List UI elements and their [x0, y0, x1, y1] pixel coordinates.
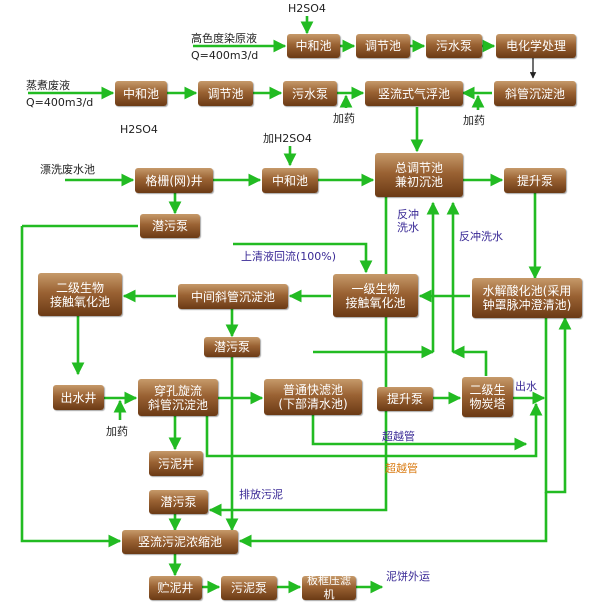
sludge-storage-well: 贮泥井 [149, 576, 202, 600]
label-backwash-1: 反冲 洗水 [397, 208, 419, 234]
lift-pump: 提升泵 [504, 168, 566, 193]
label-dose-2: 加药 [463, 114, 485, 127]
arrow-bypass-1 [311, 413, 528, 451]
lift-pump-2: 提升泵 [377, 387, 433, 411]
adjust-pool-mid: 调节池 [198, 81, 253, 106]
sewage-pump-top: 污水泵 [426, 34, 482, 58]
label-supernatant-return: 上清液回流(100%) [241, 250, 337, 263]
outlet-well: 出水井 [53, 385, 104, 410]
label-flow-top: Q=400m3/d [191, 49, 259, 62]
neutral-pool-top: 中和池 [287, 34, 340, 58]
label-cake-out: 泥饼外运 [386, 570, 430, 583]
arrow-supernatant [233, 242, 373, 274]
label-bleach-water: 漂洗废水池 [40, 163, 95, 176]
submersible-pump-2: 潜污泵 [204, 337, 260, 357]
sludge-pump: 污泥泵 [221, 576, 277, 600]
submersible-pump-3: 潜污泵 [149, 490, 208, 514]
label-outflow: 出水 [515, 380, 537, 393]
label-dose-3: 加药 [106, 425, 128, 438]
label-discharge-sludge: 排放污泥 [239, 488, 283, 501]
arrow-hydro-to-thick [238, 492, 548, 548]
label-dye-water: 高色度染原液 [191, 32, 257, 45]
total-adjust-pool: 总调节池 兼初沉池 [375, 153, 463, 197]
adjust-pool-top: 调节池 [356, 34, 410, 58]
neutral-pool-row3: 中和池 [262, 168, 318, 193]
incline-sedimentation-top: 斜管沉淀池 [494, 81, 576, 106]
plate-frame-filter-press: 板框压滤机 [302, 574, 356, 601]
rapid-sand-filter: 普通快滤池 (下部清水池) [264, 379, 362, 415]
submersible-pump-1: 潜污泵 [140, 214, 200, 238]
grid-well: 格栅(网)井 [135, 168, 213, 193]
bio2-contact-oxidation: 二级生物 接触氧化池 [38, 273, 122, 316]
label-backwash-2: 反冲洗水 [459, 230, 503, 243]
neutral-pool-mid: 中和池 [115, 81, 167, 106]
arrow-bypass-2 [205, 402, 543, 458]
label-add-h2so4: 加H2SO4 [263, 132, 312, 145]
sludge-well: 污泥井 [149, 451, 203, 476]
electrochemical-treatment: 电化学处理 [496, 34, 576, 58]
arrow-left-loop [20, 224, 138, 541]
label-flow-mid: Q=400m3/d [26, 96, 94, 109]
perforated-swirl-sedimentation: 穿孔旋流 斜管沉淀池 [138, 379, 218, 416]
arrow-bio2c-up [451, 345, 488, 376]
label-boil-water: 蒸煮废液 [26, 79, 70, 92]
bio-carbon-tower: 二级生 物炭塔 [462, 377, 513, 417]
label-dose-1: 加药 [333, 112, 355, 125]
label-h2so4-mid: H2SO4 [120, 123, 158, 136]
label-h2so4-top: H2SO4 [288, 2, 326, 15]
vertical-sludge-thickener: 竖流污泥浓缩池 [122, 530, 238, 554]
label-bypass-1: 超越管 [382, 430, 415, 443]
vertical-air-flotation: 竖流式气浮池 [365, 81, 463, 106]
arrow-hydro-loop [544, 316, 572, 494]
label-bypass-2: 超越管 [385, 462, 418, 475]
middle-incline-sedimentation: 中间斜管沉淀池 [178, 284, 288, 309]
sewage-pump-mid: 污水泵 [283, 81, 337, 106]
bio1-contact-oxidation: 一级生物 接触氧化池 [333, 274, 418, 317]
hydrolysis-acidification: 水解酸化池(采用 钟罩脉冲澄清池) [472, 278, 582, 318]
